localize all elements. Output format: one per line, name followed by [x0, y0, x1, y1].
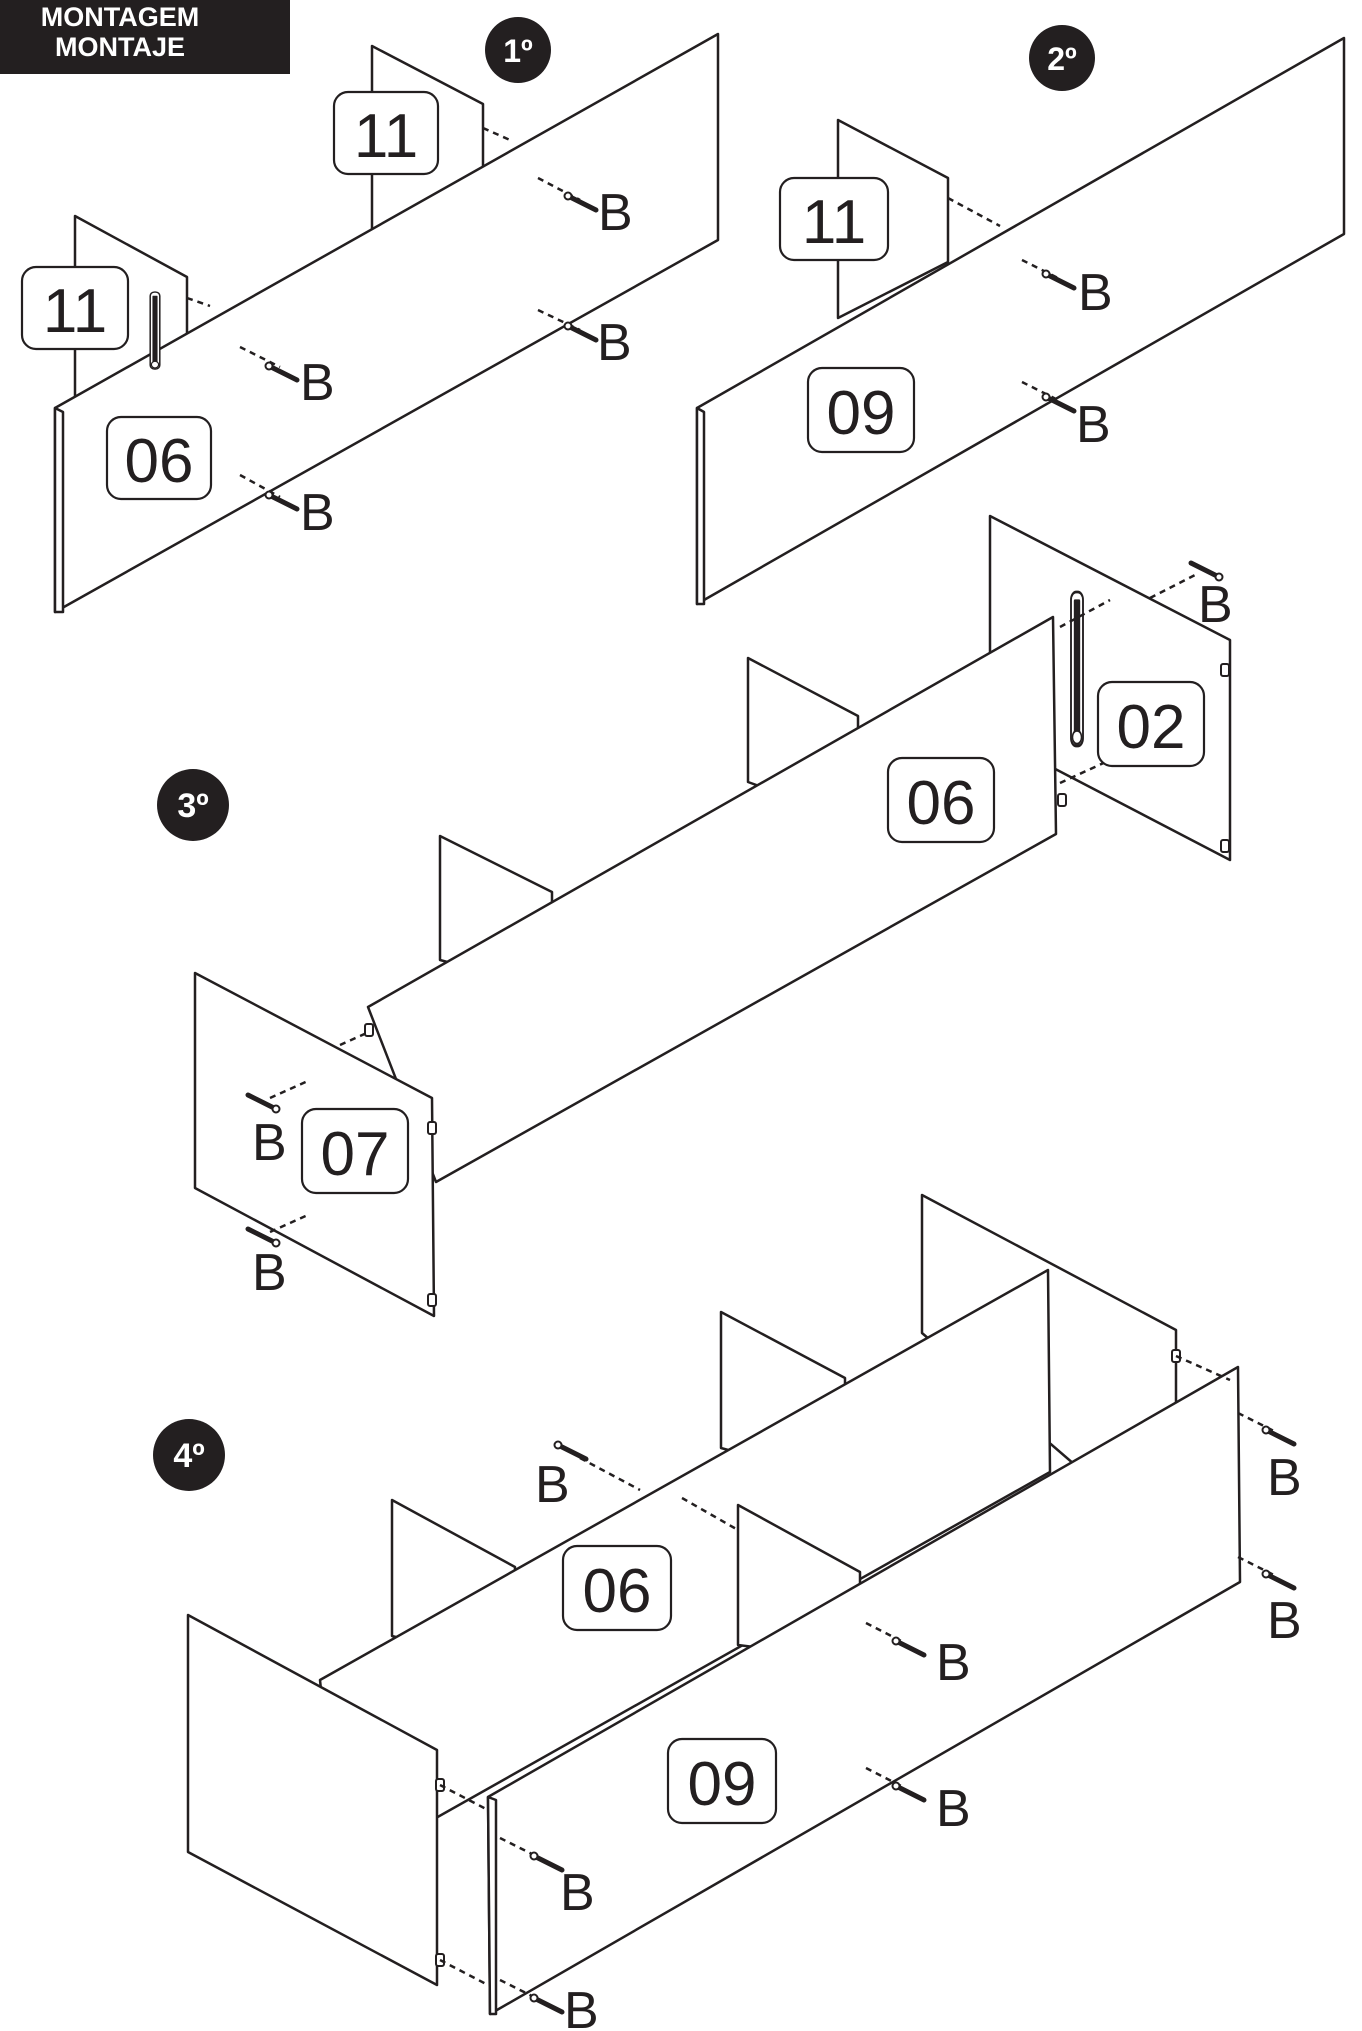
- step-4-screws: [499, 1411, 1294, 2012]
- screw-label: B: [564, 1982, 599, 2031]
- screw-label: B: [300, 484, 335, 542]
- title-line-montagem: MONTAGEM: [40, 2, 200, 32]
- step-1-screws: [239, 176, 596, 509]
- screw-label: B: [597, 314, 632, 372]
- part-tag-box: [20, 265, 130, 351]
- step-3-screws: [248, 563, 1223, 1247]
- part-tag-box: [300, 1107, 410, 1195]
- screw-label: B: [1198, 576, 1233, 634]
- step-2-panels: [695, 36, 1346, 606]
- part-tag-box: [666, 1737, 778, 1825]
- step-4-panels: [186, 1193, 1242, 2016]
- part-tag-box: [886, 756, 996, 844]
- step-badge-2: 2º: [1029, 25, 1095, 91]
- screw-label: B: [1267, 1449, 1302, 1507]
- step-2-screws: [1021, 258, 1074, 411]
- part-label: 11: [802, 188, 866, 257]
- part-label: 06: [907, 769, 976, 838]
- screw-label: B: [535, 1456, 570, 1514]
- part-tag-box: [778, 176, 890, 262]
- part-label: 02: [1117, 693, 1186, 762]
- step-badge-3: 3º: [157, 769, 229, 841]
- svg-text:4º: 4º: [173, 1437, 204, 1475]
- part-label: 06: [583, 1557, 652, 1626]
- part-tag-box: [1096, 680, 1206, 768]
- screw-label: B: [1267, 1592, 1302, 1650]
- part-label: 06: [125, 427, 194, 496]
- title-line-montaje: MONTAJE: [54, 32, 185, 62]
- part-label: 09: [688, 1750, 757, 1819]
- part-tag-box: [332, 90, 440, 176]
- step-badge-4: 4º: [153, 1419, 225, 1491]
- screw-label: B: [252, 1114, 287, 1172]
- screw-label: B: [936, 1634, 971, 1692]
- assembly-title-box: MONTAGEM MONTAJE: [0, 0, 290, 74]
- svg-text:1º: 1º: [503, 33, 533, 69]
- step-badge-1: 1º: [485, 17, 551, 83]
- screw-label: B: [936, 1780, 971, 1838]
- screw-label: B: [1078, 264, 1113, 322]
- svg-text:3º: 3º: [177, 787, 208, 825]
- screw-label: B: [1076, 396, 1111, 454]
- part-tag-box: [105, 415, 213, 501]
- part-label: 11: [43, 277, 107, 346]
- part-label: 11: [354, 102, 418, 171]
- screw-label: B: [252, 1244, 287, 1302]
- step-3-panels: [193, 514, 1232, 1318]
- part-label: 07: [321, 1120, 390, 1189]
- svg-text:2º: 2º: [1047, 41, 1077, 77]
- screw-label: B: [300, 354, 335, 412]
- part-tag-box: [806, 366, 916, 454]
- screw-label: B: [560, 1864, 595, 1922]
- part-label: 09: [827, 379, 896, 448]
- screw-label: B: [598, 184, 633, 242]
- part-tag-box: [561, 1544, 673, 1632]
